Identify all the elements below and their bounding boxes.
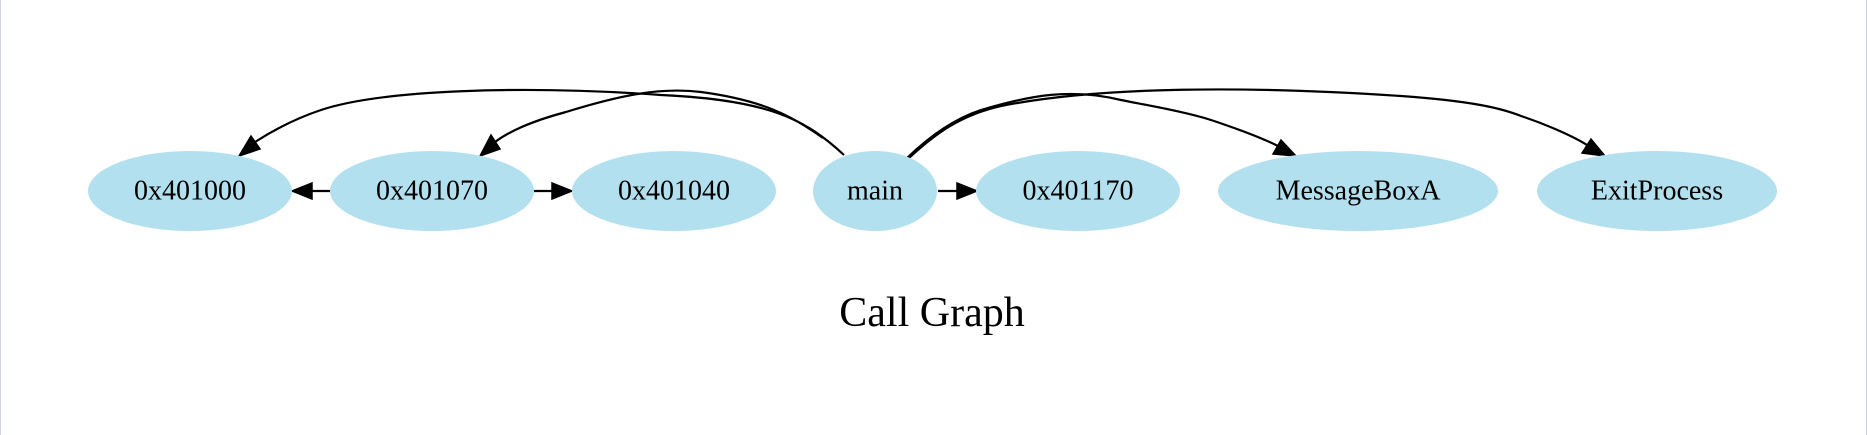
edge-main-to-0x401170 <box>938 181 980 201</box>
node-label: 0x401070 <box>376 176 488 207</box>
node-MessageBoxA[interactable]: MessageBoxA <box>1218 151 1498 231</box>
node-label: 0x401040 <box>618 176 730 207</box>
edge-main-to-ExitProcess <box>908 88 1607 159</box>
edge-main-to-0x401070 <box>478 89 824 158</box>
node-0x401070[interactable]: 0x401070 <box>330 151 534 231</box>
edge-main-to-MessageBoxA <box>906 92 1298 159</box>
node-label: 0x401170 <box>1023 176 1134 207</box>
node-label: main <box>847 176 903 207</box>
node-0x401170[interactable]: 0x401170 <box>976 151 1180 231</box>
node-label: ExitProcess <box>1591 176 1723 207</box>
nodes: 0x401000 0x401070 0x401040 main 0x401170… <box>88 151 1777 231</box>
node-label: MessageBoxA <box>1276 176 1442 207</box>
edge-0x401070-to-0x401040 <box>534 181 575 201</box>
edge-0x401070-to-0x401000 <box>289 181 331 201</box>
edges <box>237 88 1607 201</box>
node-0x401040[interactable]: 0x401040 <box>572 151 776 231</box>
graph-title: Call Graph <box>839 290 1024 336</box>
node-label: 0x401000 <box>134 176 246 207</box>
node-0x401000[interactable]: 0x401000 <box>88 151 292 231</box>
node-ExitProcess[interactable]: ExitProcess <box>1537 151 1777 231</box>
node-main[interactable]: main <box>813 151 937 231</box>
edge-main-to-0x401000 <box>237 88 845 158</box>
